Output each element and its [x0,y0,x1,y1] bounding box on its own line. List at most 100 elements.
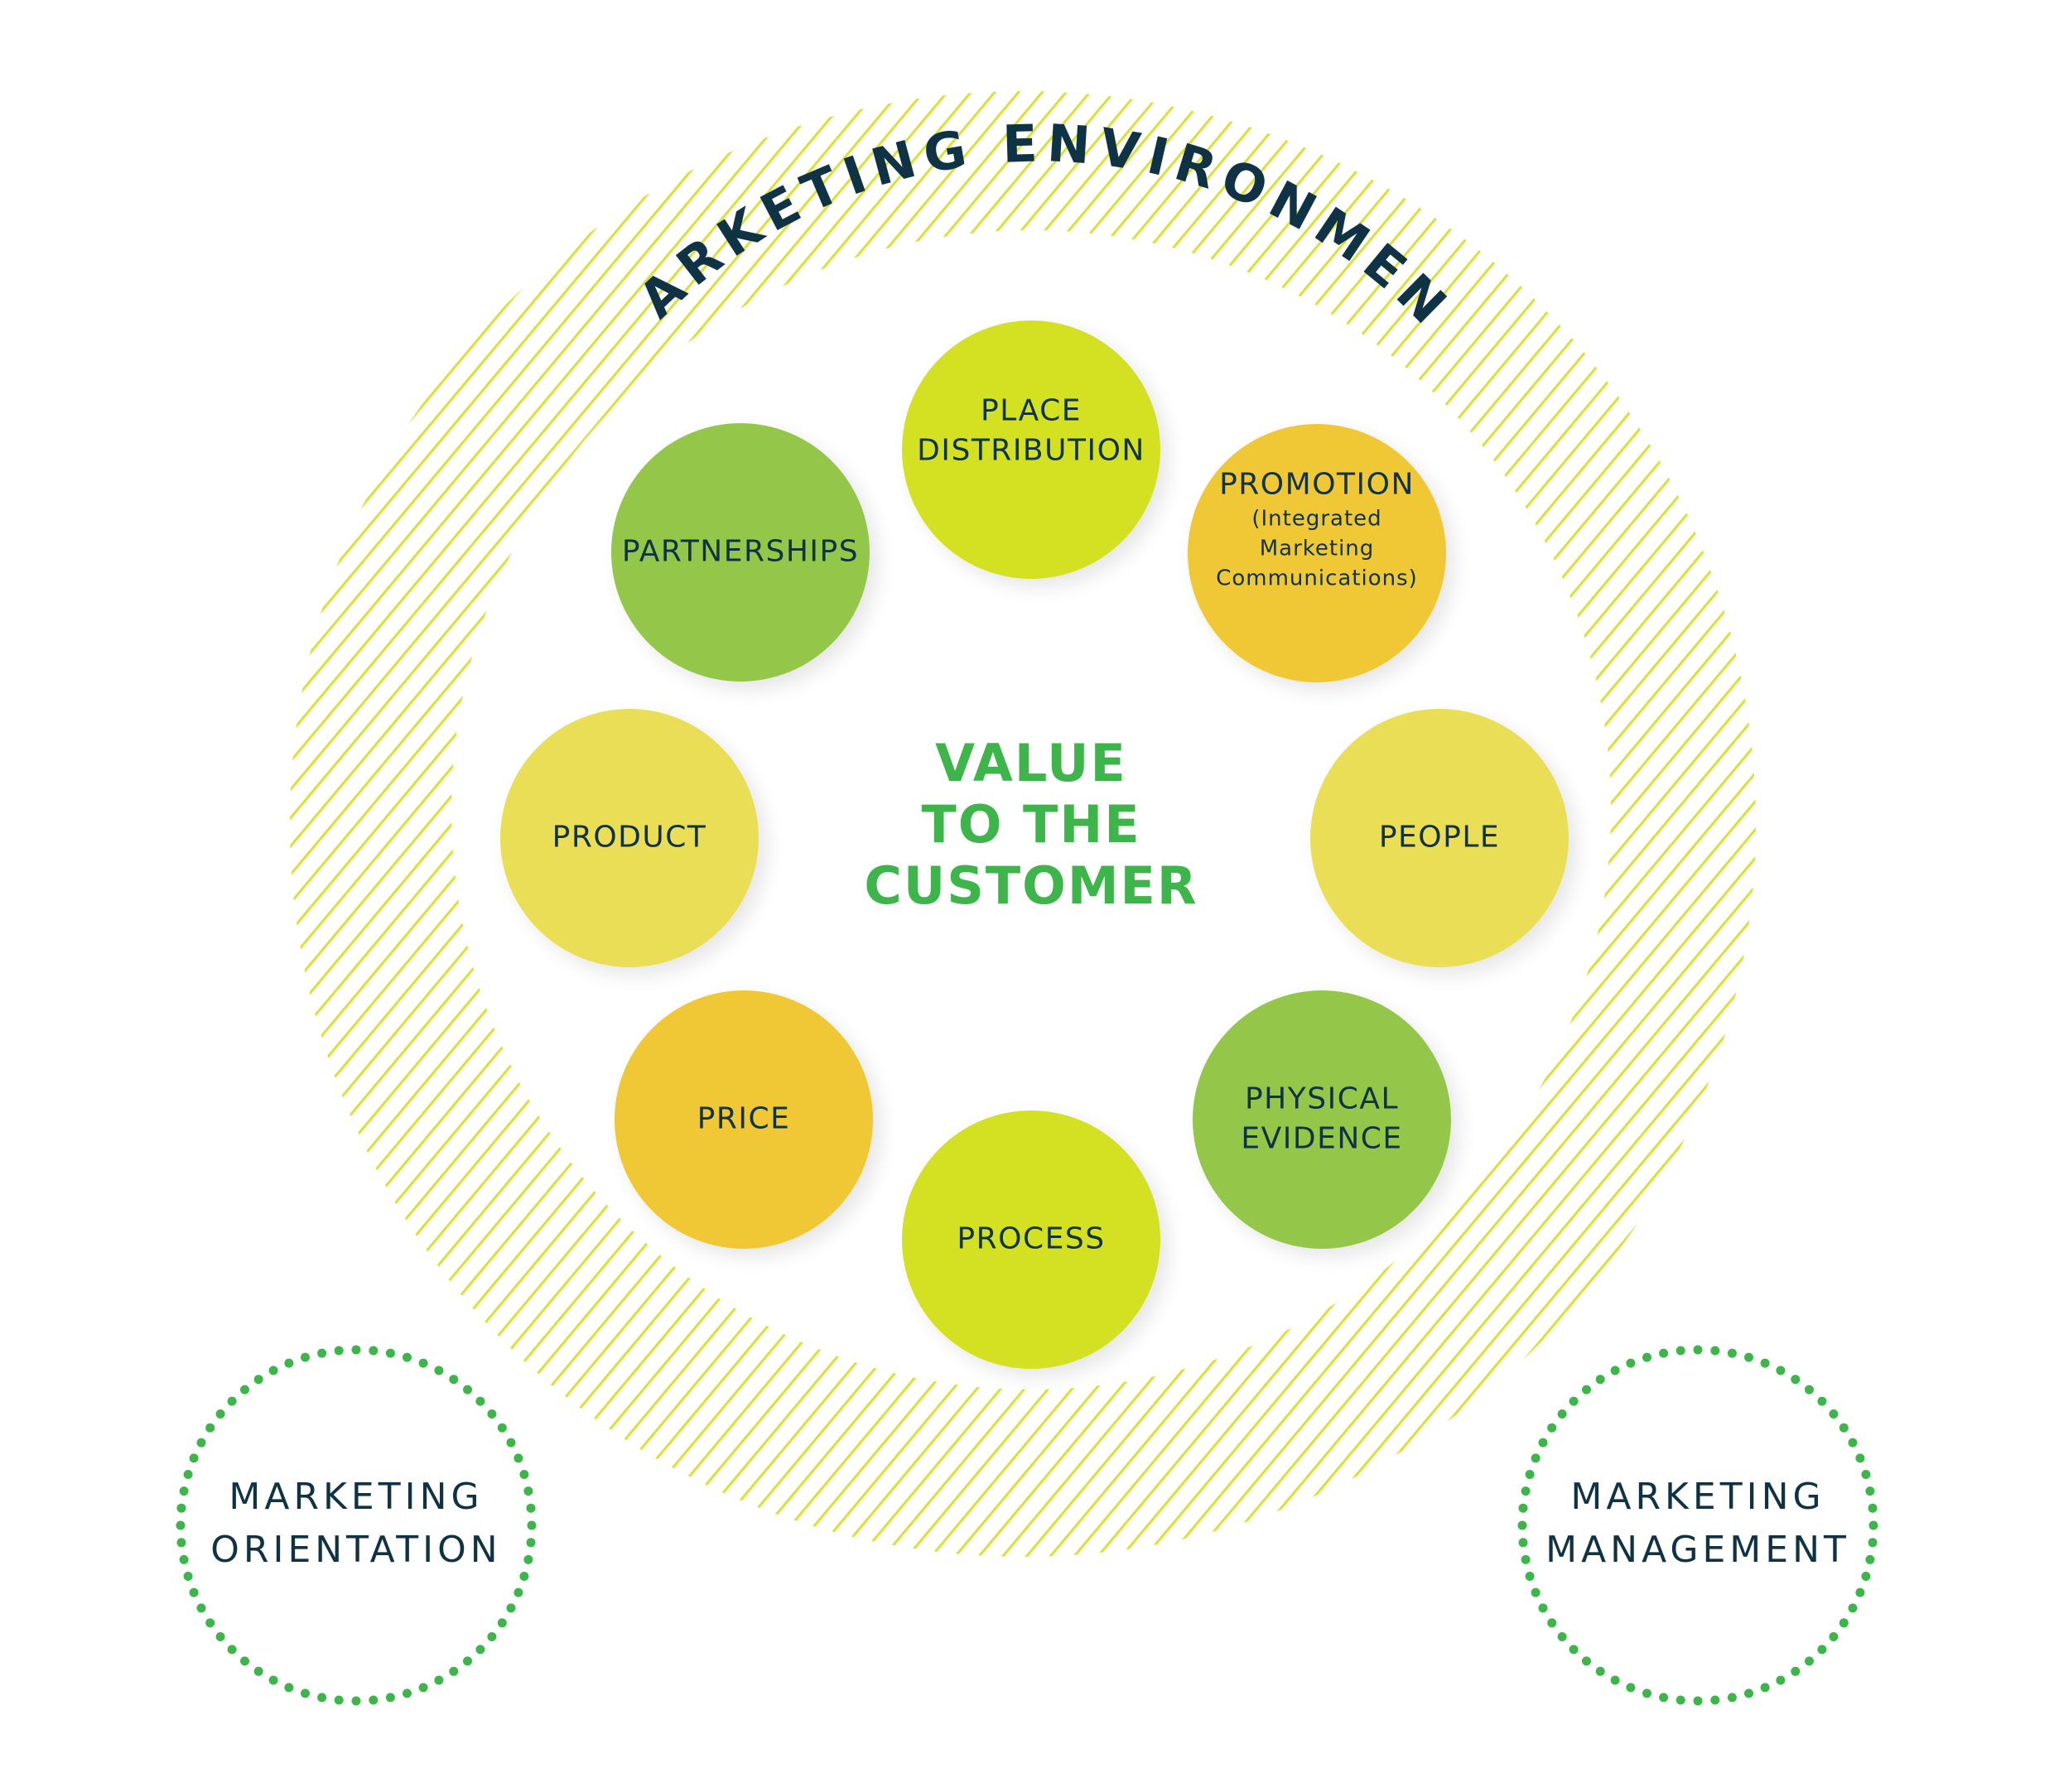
dot [1791,1375,1801,1385]
mix-element-product: PRODUCT [500,709,759,967]
dot [514,1587,523,1597]
center-line-1: VALUE [935,733,1127,793]
dot [1642,1352,1651,1362]
dot [403,1352,412,1362]
dot [176,1503,186,1513]
dot [351,1345,361,1355]
mix-element-label: PROMOTION [1219,468,1415,502]
dot [1659,1693,1669,1703]
mix-element-label: PROCESS [957,1222,1105,1256]
dot [1760,1683,1770,1693]
dot [1569,1396,1579,1406]
dot [1865,1486,1875,1496]
dot [205,1423,215,1433]
dot [1538,1603,1548,1613]
dot [1760,1358,1770,1368]
dot [418,1358,428,1368]
dot [1829,1409,1839,1419]
dot [1521,1486,1531,1496]
dot [1531,1453,1540,1463]
dot [1805,1385,1814,1395]
mix-element-process: PROCESS [902,1110,1160,1369]
dot [475,1645,485,1655]
mix-element-circle [902,320,1160,579]
mix-element-circle [500,709,759,967]
dot [317,1693,327,1703]
dot [1595,1666,1605,1676]
dot [369,1695,378,1705]
dot [189,1587,199,1597]
dot [463,1656,472,1666]
mix-element-label: PEOPLE [1379,821,1500,855]
dot [1626,1358,1636,1368]
dot [418,1683,428,1693]
side-circle-label: ORIENTATION [210,1529,501,1571]
dot [434,1675,444,1685]
dot [519,1572,529,1581]
dot [1659,1348,1669,1358]
dot [183,1470,193,1479]
dot [1582,1656,1591,1666]
mix-element-label: PARTNERSHIPS [622,535,859,569]
mix-element-circle [1188,424,1446,682]
mix-element-circle [1193,990,1451,1249]
dot [526,1538,536,1548]
dot [1865,1554,1875,1564]
mix-element-people: PEOPLE [1310,709,1569,967]
mix-element-circle [1310,709,1569,967]
dot [1517,1520,1527,1530]
mix-element-label: PLACE [981,394,1082,428]
dot [1744,1688,1753,1698]
dot [434,1366,444,1375]
mix-element-sublabel: Marketing [1260,537,1375,561]
dot [385,1348,395,1358]
dot [1855,1453,1865,1463]
dot [449,1375,459,1385]
dot [1805,1656,1814,1666]
dot [253,1375,263,1385]
dot [240,1385,249,1395]
dot [240,1656,249,1666]
dot [1626,1683,1636,1693]
mix-element-partnerships: PARTNERSHIPS [611,423,870,682]
dot [1839,1618,1849,1628]
dot [475,1396,485,1406]
dot [1525,1470,1535,1479]
dot [1710,1346,1720,1356]
dot [527,1520,537,1530]
dot [196,1438,206,1448]
dot [1861,1470,1871,1479]
dot [519,1470,529,1479]
dot [497,1618,507,1628]
dot [215,1632,225,1641]
dot [1776,1675,1786,1685]
mix-element-label: PHYSICAL [1245,1082,1399,1116]
dot [1839,1423,1849,1433]
mix-element-physical-evidence: PHYSICAL EVIDENCE [1193,990,1451,1249]
dot [351,1696,361,1706]
dot [268,1366,278,1375]
dot [205,1618,215,1628]
dot [1676,1346,1685,1356]
center-line-2: TO THE [921,794,1140,855]
dot [268,1675,278,1685]
dot [301,1352,310,1362]
dot [189,1453,199,1463]
mix-element-label: EVIDENCE [1241,1122,1402,1156]
dot [1710,1695,1720,1705]
dot [215,1409,225,1419]
dot [1744,1352,1753,1362]
dot [487,1409,497,1419]
marketing-orientation-circle: MARKETING ORIENTATION [176,1345,537,1706]
dot [497,1423,507,1433]
center-line-3: CUSTOMER [864,855,1198,916]
dot [1855,1587,1865,1597]
dot [1557,1632,1567,1641]
dot [1521,1554,1531,1564]
dot [284,1683,294,1693]
side-circle-label: MARKETING [229,1476,483,1518]
dot [227,1396,237,1406]
